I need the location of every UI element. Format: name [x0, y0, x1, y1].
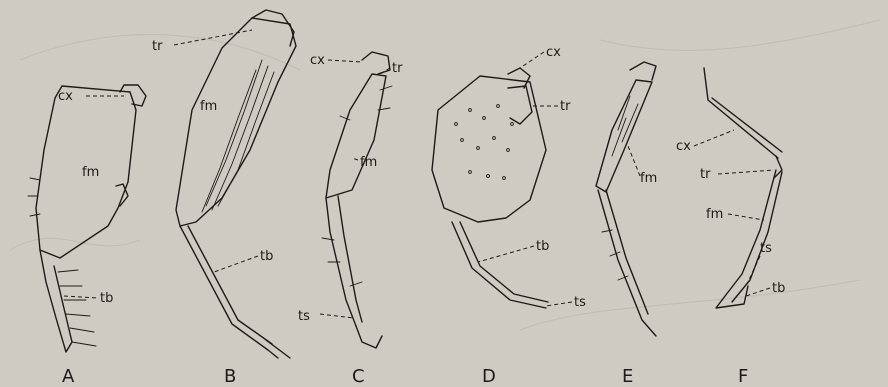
- background-texture: [10, 20, 880, 330]
- leg-c-coxa: [362, 52, 390, 74]
- leg-c: cx tr fm ts C: [298, 52, 403, 387]
- panel-label-e: E: [622, 366, 633, 387]
- panel-label-c: C: [352, 366, 365, 387]
- leg-f: cx tr fm ts tb F: [676, 68, 785, 387]
- leg-b: tr fm tb B: [152, 10, 296, 387]
- leg-b-femur-texture: [202, 60, 274, 212]
- leg-d-femur-pits: [455, 105, 514, 180]
- panel-label-d: D: [482, 366, 496, 387]
- leg-c-tarsus: [356, 326, 382, 348]
- label-b-tr: tr: [152, 39, 163, 54]
- label-f-ts: ts: [760, 241, 772, 256]
- leg-f-coxa: [704, 68, 778, 158]
- label-f-fm: fm: [706, 207, 723, 222]
- leg-e-coxa: [630, 62, 656, 80]
- leg-c-femur: [326, 74, 386, 198]
- leg-e-setae: [602, 230, 628, 280]
- label-b-fm: fm: [200, 99, 217, 114]
- leg-d: cx tr tb ts D: [432, 45, 586, 387]
- label-a-tb: tb: [100, 291, 113, 306]
- leg-b-trochanter: [252, 10, 294, 46]
- leg-c-setae: [322, 86, 392, 286]
- label-a-cx: cx: [58, 89, 73, 104]
- leg-d-trochanter: [508, 86, 532, 124]
- leg-a-tibia: [40, 250, 72, 352]
- leg-d-coxa: [508, 68, 530, 88]
- label-d-tb: tb: [536, 239, 549, 254]
- label-d-ts: ts: [574, 295, 586, 310]
- leg-a-setae: [28, 178, 96, 346]
- label-e-fm: fm: [640, 171, 657, 186]
- label-b-tb: tb: [260, 249, 273, 264]
- label-f-cx: cx: [676, 139, 691, 154]
- leg-b-femur: [176, 18, 296, 226]
- label-d-cx: cx: [546, 45, 561, 60]
- panel-label-b: B: [224, 366, 236, 387]
- label-f-tb: tb: [772, 281, 785, 296]
- label-c-fm: fm: [360, 155, 377, 170]
- label-c-ts: ts: [298, 309, 310, 324]
- leg-a: cx fm tb A: [28, 85, 146, 387]
- label-c-tr: tr: [392, 61, 403, 76]
- label-d-tr: tr: [560, 99, 571, 114]
- label-f-tr: tr: [700, 167, 711, 182]
- leg-e: fm E: [596, 62, 657, 387]
- panel-label-a: A: [62, 366, 75, 387]
- label-a-fm: fm: [82, 165, 99, 180]
- panel-label-f: F: [738, 366, 748, 387]
- label-c-cx: cx: [310, 53, 325, 68]
- leg-b-tarsus: [266, 340, 290, 358]
